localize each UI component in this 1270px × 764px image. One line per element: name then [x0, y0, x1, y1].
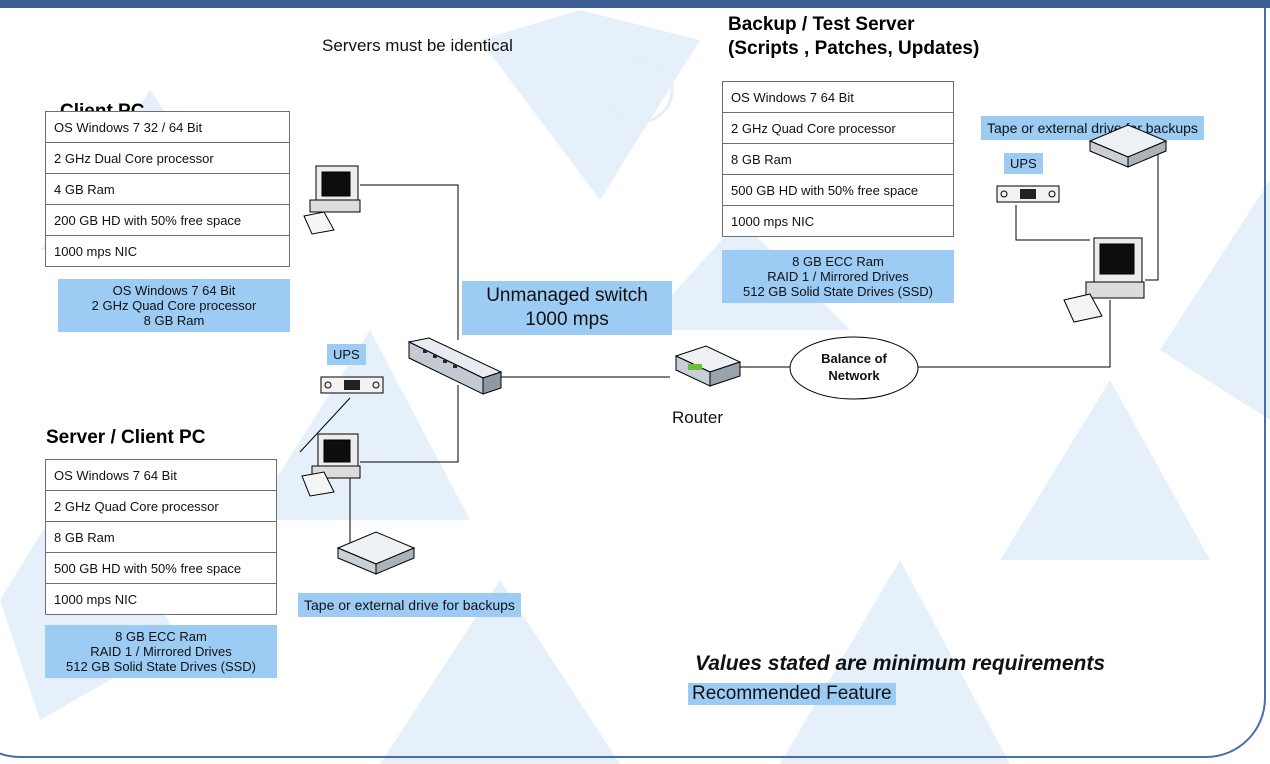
spec-row: 4 GB Ram	[45, 173, 290, 205]
switch-label-line: Unmanaged switch	[486, 285, 648, 306]
client-pc-link	[360, 184, 459, 340]
ups-label-left: UPS	[327, 344, 366, 365]
rec-line: RAID 1 / Mirrored Drives	[90, 644, 232, 659]
tape-drive-left-icon	[336, 531, 416, 575]
router-icon	[674, 345, 742, 387]
rec-line: 8 GB ECC Ram	[115, 629, 207, 644]
rec-line: 512 GB Solid State Drives (SSD)	[65, 659, 257, 674]
network-backup-link	[918, 300, 1111, 368]
backup-heading-line: (Scripts , Patches, Updates)	[728, 38, 980, 59]
spec-row: OS Windows 7 64 Bit	[722, 81, 954, 113]
spec-row: OS Windows 7 64 Bit	[45, 459, 277, 491]
spec-row: 1000 mps NIC	[722, 205, 954, 237]
rec-line: RAID 1 / Mirrored Drives	[767, 269, 909, 284]
spec-row: 1000 mps NIC	[45, 235, 290, 267]
network-cloud-ellipse	[789, 336, 919, 400]
tape-label-left: Tape or external drive for backups	[298, 593, 521, 617]
ups-backup-link	[1015, 205, 1090, 241]
router-label: Router	[672, 408, 724, 427]
slide-frame	[0, 8, 1266, 758]
server-client-pc-heading: Server / Client PC	[46, 427, 206, 448]
client-pc-computer-icon	[303, 165, 361, 235]
minimum-requirements-note: Values stated are minimum requirements	[695, 652, 1106, 675]
spec-row: 2 GHz Dual Core processor	[45, 142, 290, 174]
backup-server-heading: Backup / Test Server (Scripts , Patches,…	[728, 13, 979, 61]
drive-backup-link	[1145, 150, 1159, 281]
client-pc-spec-table: OS Windows 7 32 / 64 Bit 2 GHz Dual Core…	[45, 111, 290, 267]
spec-row: 2 GHz Quad Core processor	[722, 112, 954, 144]
backup-server-spec-table: OS Windows 7 64 Bit 2 GHz Quad Core proc…	[722, 81, 954, 237]
rec-line: 512 GB Solid State Drives (SSD)	[742, 284, 934, 299]
spec-row: 500 GB HD with 50% free space	[45, 552, 277, 584]
backup-server-recommended: 8 GB ECC Ram RAID 1 / Mirrored Drives 51…	[722, 250, 954, 303]
spec-row: 500 GB HD with 50% free space	[722, 174, 954, 206]
spec-row: 8 GB Ram	[722, 143, 954, 175]
switch-label-line: 1000 mps	[525, 309, 609, 330]
network-label-line: Network	[828, 368, 880, 383]
recommended-feature-legend: Recommended Feature	[688, 683, 896, 705]
client-pc-recommended: OS Windows 7 64 Bit 2 GHz Quad Core proc…	[58, 279, 290, 332]
server-pc-computer-icon	[301, 433, 361, 497]
backup-server-computer-icon	[1063, 237, 1145, 323]
network-label-line: Balance of	[821, 351, 887, 366]
spec-row: 1000 mps NIC	[45, 583, 277, 615]
rec-line: 8 GB Ram	[143, 313, 205, 328]
ups-right-icon	[996, 185, 1060, 203]
ups-label-right: UPS	[1004, 153, 1043, 174]
network-label: Balance of Network	[788, 350, 920, 384]
rec-line: 8 GB ECC Ram	[792, 254, 884, 269]
server-client-pc-spec-table: OS Windows 7 64 Bit 2 GHz Quad Core proc…	[45, 459, 277, 615]
server-client-pc-recommended: 8 GB ECC Ram RAID 1 / Mirrored Drives 51…	[45, 625, 277, 678]
rec-line: OS Windows 7 64 Bit	[112, 283, 236, 298]
tape-drive-right-icon	[1088, 124, 1168, 168]
top-bar	[0, 0, 1270, 8]
switch-icon	[407, 337, 503, 395]
backup-heading-line: Backup / Test Server	[728, 14, 915, 35]
spec-row: OS Windows 7 32 / 64 Bit	[45, 111, 290, 143]
spec-row: 8 GB Ram	[45, 521, 277, 553]
rec-line: 2 GHz Quad Core processor	[91, 298, 257, 313]
ups-server-link	[299, 397, 351, 453]
spec-row: 200 GB HD with 50% free space	[45, 204, 290, 236]
spec-row: 2 GHz Quad Core processor	[45, 490, 277, 522]
switch-label: Unmanaged switch 1000 mps	[462, 281, 672, 335]
ups-left-icon	[320, 376, 384, 394]
servers-identical-note: Servers must be identical	[322, 36, 513, 55]
server-pc-link	[360, 385, 459, 463]
